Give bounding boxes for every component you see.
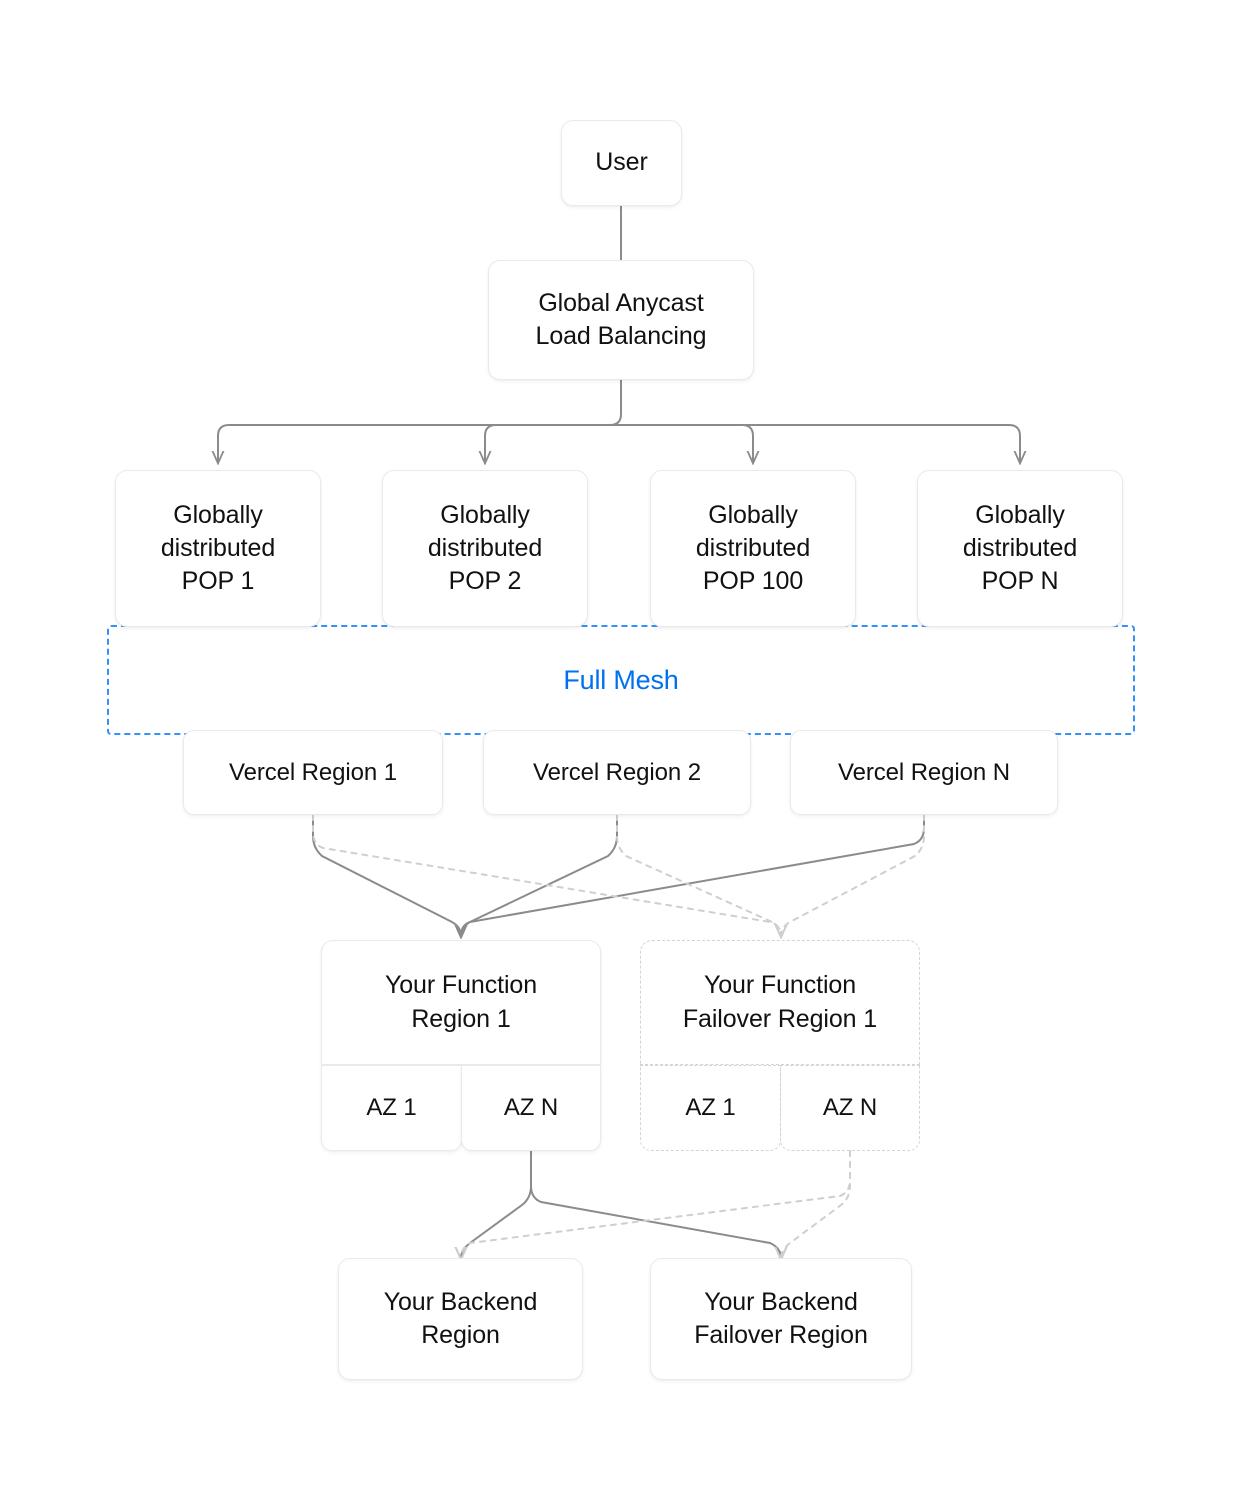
node-vercel-region-2[interactable]: Vercel Region 2 — [483, 730, 751, 815]
node-your-function-failover-region-1[interactable]: Your Function Failover Region 1 — [640, 940, 920, 1065]
node-pop-2[interactable]: Globally distributed POP 2 — [382, 470, 588, 627]
node-global-anycast-load-balancing[interactable]: Global Anycast Load Balancing — [488, 260, 754, 380]
edge-vercel-n-to-function-failover — [781, 814, 925, 936]
edge-vercel-2-to-function-failover — [616, 814, 781, 936]
edge-vercel-2-to-function-region — [461, 814, 618, 936]
node-vercel-region-n[interactable]: Vercel Region N — [790, 730, 1058, 815]
edge-vercel-1-to-function-region — [312, 814, 461, 936]
node-your-backend-failover-region[interactable]: Your Backend Failover Region — [650, 1258, 912, 1380]
edge-az-n-failover-to-backend-failover — [781, 1150, 851, 1258]
node-az-n-failover[interactable]: AZ N — [780, 1065, 920, 1151]
edge-az-n-to-backend-failover-region — [530, 1150, 781, 1258]
edge-lb-bus — [218, 379, 622, 462]
node-pop-n[interactable]: Globally distributed POP N — [917, 470, 1123, 627]
edge-vercel-n-to-function-region — [461, 814, 925, 936]
edge-lb-to-pop-n — [620, 424, 1020, 462]
node-vercel-region-1[interactable]: Vercel Region 1 — [183, 730, 443, 815]
node-pop-1[interactable]: Globally distributed POP 1 — [115, 470, 321, 627]
node-your-function-region-1[interactable]: Your Function Region 1 — [321, 940, 601, 1065]
edge-vercel-1-to-function-failover — [312, 814, 781, 936]
edge-lb-to-pop-2 — [485, 424, 622, 462]
node-user[interactable]: User — [561, 120, 682, 206]
node-az-1-primary[interactable]: AZ 1 — [321, 1065, 462, 1151]
node-az-n-primary[interactable]: AZ N — [461, 1065, 601, 1151]
edge-lb-to-pop-100 — [620, 424, 753, 462]
edge-az-n-failover-to-backend-region — [461, 1150, 851, 1258]
edge-az-n-to-backend-region — [461, 1150, 532, 1258]
node-az-1-failover[interactable]: AZ 1 — [640, 1065, 781, 1151]
node-pop-100[interactable]: Globally distributed POP 100 — [650, 470, 856, 627]
full-mesh-label: Full Mesh — [563, 665, 679, 695]
node-your-backend-region[interactable]: Your Backend Region — [338, 1258, 583, 1380]
